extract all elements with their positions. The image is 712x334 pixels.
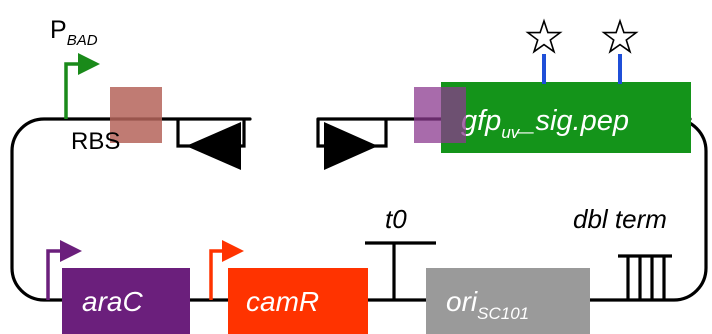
gfp-gene: gfpuv_sig.pep [441, 82, 691, 153]
arac-promoter-arrowhead [60, 240, 82, 262]
arac-gene-box [62, 268, 190, 334]
ori-label: oriSC101 [446, 286, 529, 323]
rbs-box-right [414, 87, 466, 143]
ori-box [426, 268, 590, 334]
arac-gene: araC [62, 268, 190, 334]
pbad-promoter-arrowhead [78, 53, 100, 75]
gfp-gene-box [441, 82, 691, 153]
site-marker-1 [525, 18, 563, 84]
camr-promoter [209, 240, 244, 300]
right-triangle-arrow [324, 122, 378, 170]
left-bracket-element [176, 119, 246, 170]
arac-promoter [46, 240, 82, 300]
pbad-promoter: PBAD [50, 16, 100, 119]
right-bracket-element [316, 119, 388, 170]
left-triangle-arrow [186, 122, 241, 170]
gfp-gene-label: gfpuv_sig.pep [461, 105, 629, 142]
site-marker-2 [601, 18, 639, 84]
dbl-term-label: dbl term [573, 204, 667, 234]
camr-gene-label: camR [246, 286, 319, 317]
t0-terminator: t0 [365, 204, 436, 300]
arac-gene-label: araC [82, 286, 143, 317]
rbs-label: RBS [71, 128, 120, 155]
camr-gene: camR [228, 268, 368, 334]
camr-gene-box [228, 268, 368, 334]
pbad-promoter-arrow-stem [64, 62, 82, 119]
star-outline-icon [525, 18, 563, 54]
t0-label: t0 [385, 204, 407, 234]
ori-element: oriSC101 [426, 268, 590, 334]
camr-promoter-arrowhead [222, 240, 244, 262]
pbad-label: PBAD [50, 16, 98, 49]
double-terminator [618, 254, 672, 300]
rbs-box-left [110, 87, 162, 143]
arac-promoter-arrow-stem [46, 249, 62, 300]
camr-promoter-arrow-stem [209, 249, 224, 300]
star-outline-icon [601, 18, 639, 54]
